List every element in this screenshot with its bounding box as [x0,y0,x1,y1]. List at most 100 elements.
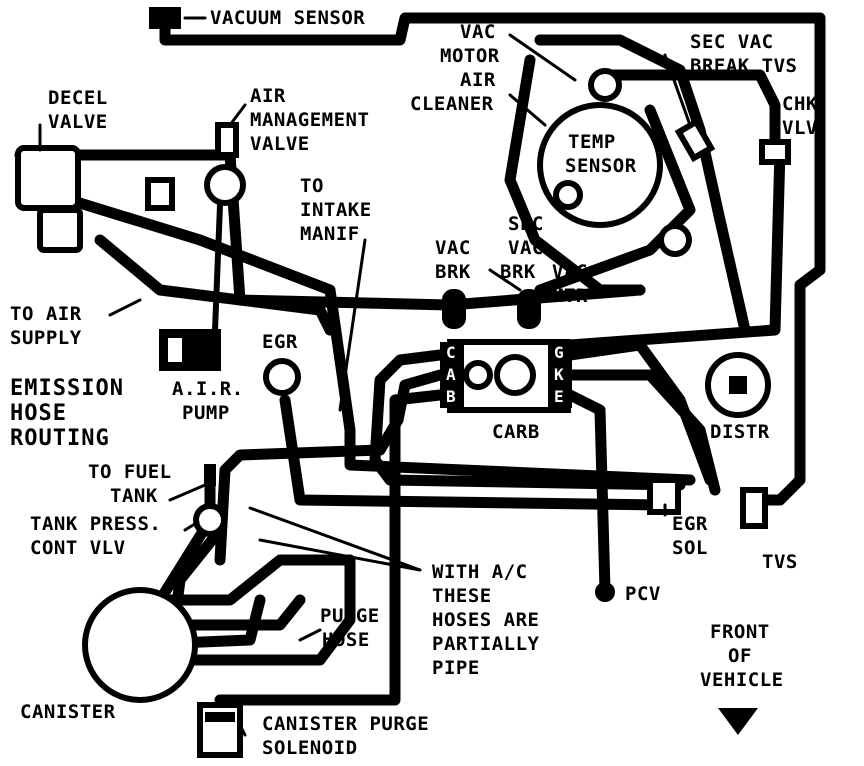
label-with-ac-2: THESE [432,585,492,607]
fuel-tank-fitting-icon [204,464,216,486]
egr-valve-icon [263,358,301,396]
carb-port-g-hose [564,339,716,486]
sec-vac-break-hose [594,69,781,156]
label-front-1: FRONT [710,621,770,643]
label-canister-purge-solenoid-1: CANISTER PURGE [262,713,429,735]
label-distr: DISTR [710,421,770,443]
label-temp-sensor-2: SENSOR [565,155,637,177]
carb-port-k-hose [564,369,721,496]
label-with-ac-3: HOSES ARE [432,609,539,631]
leader-to-intake-manif [338,238,367,412]
distributor-center-icon [729,376,747,394]
carb-large-bore-icon [494,354,536,396]
label-vac-brk-2: BRK [435,261,471,283]
label-to-fuel-tank-1: TO FUEL [88,461,172,483]
sec-vac-break-tvs-icon [674,117,716,163]
label-sec-vac-break-tvs-2: BREAK TVS [690,55,797,77]
label-to-air-supply-2: SUPPLY [10,327,82,349]
label-with-ac-4: PARTIALLY [432,633,540,655]
vac-motor-icon [588,68,622,102]
label-chk-vlv-2: VLV [782,117,818,139]
label-air-management-valve-3: VALVE [250,133,310,155]
air-management-valve-icon [204,164,246,206]
label-tank-press-2: CONT VLV [30,537,126,559]
tvs-icon [740,487,768,529]
carb-port-b: B [446,387,456,406]
air-pump-link [212,202,223,333]
label-air-management-valve-1: AIR [250,85,286,107]
label-sec-vac-brk-3: BRK [500,261,536,283]
label-vac-mtr-1: VAC [552,261,588,283]
leader-vac-mtr [533,283,547,297]
label-decel-valve-1: DECEL [48,87,108,109]
pcv-hose [564,389,611,596]
label-chk-vlv-1: CHK [782,93,818,115]
leader-vac-motor [508,33,577,82]
carb-port-a: A [446,365,456,384]
label-to-intake-manif-2: INTAKE [300,199,372,221]
leader-tank-press [183,520,200,532]
leader-to-fuel-tank [168,483,207,502]
label-vac-motor-2: MOTOR [440,45,500,67]
label-vacuum-sensor: VACUUM SENSOR [210,7,365,29]
label-decel-valve-2: VALVE [48,111,108,133]
label-sec-vac-brk-1: SEC [508,213,544,235]
label-vac-motor-1: VAC [460,21,496,43]
carb-left-port-strip [440,342,464,408]
air-management-valve-stem-icon [215,122,239,158]
leader-air-management-valve [228,103,247,127]
carb-port-c-hose [369,349,686,491]
carb-port-a-hose [214,369,446,566]
leader-chk-vlv [773,128,780,144]
label-air-cleaner-2: CLEANER [410,93,494,115]
carb-port-g: G [554,343,564,362]
labels: VACUUM SENSOR VAC MOTOR AIR CLEANER SEC … [10,7,818,759]
label-to-intake-manif-3: MANIF [300,223,360,245]
canister-icon [82,587,198,703]
leader-sec-vac-break-tvs [663,53,692,127]
air-cleaner-hose-right [534,34,751,336]
leader-to-air-supply [108,298,142,317]
label-front-3: VEHICLE [700,669,784,691]
label-carb: CARB [492,421,540,443]
pcv-icon [595,582,615,602]
label-with-ac-5: PIPE [432,657,480,679]
label-purge-hose-2: HOSE [322,629,370,651]
label-title-3: ROUTING [10,426,110,451]
label-front-2: OF [728,645,752,667]
air-supply-line [94,234,336,336]
hoses [14,12,826,716]
label-to-air-supply-1: TO AIR [10,303,82,325]
label-canister: CANISTER [20,701,116,723]
label-sec-vac-break-tvs-1: SEC VAC [690,31,774,53]
carb-port-b-hose [214,389,446,706]
label-to-intake-manif-1: TO [300,175,324,197]
carb-port-e: E [554,387,564,406]
label-sec-vac-brk-2: VAC [508,237,544,259]
canister-purge-solenoid-cap [205,712,235,722]
label-tank-press-1: TANK PRESS. [30,513,161,535]
leader-sec-vac-brk [488,268,522,292]
air-management-fitting-icon [145,177,175,211]
label-title-2: HOSE [10,401,67,426]
leader-with-ac-2 [258,538,422,572]
label-air-management-valve-2: MANAGEMENT [250,109,369,131]
vacuum-sensor-hose [159,12,826,506]
label-title-1: EMISSION [10,376,124,401]
label-air-cleaner-1: AIR [460,69,496,91]
label-purge-hose-1: PURGE [320,605,380,627]
sec-vac-brk-icon [517,289,541,329]
carb-right-port-strip [548,342,572,408]
label-air-pump-2: PUMP [182,402,230,424]
label-temp-sensor-1: TEMP [568,131,616,153]
leader-purge-hose [298,628,322,642]
chk-vlv-icon [759,139,791,165]
components [15,7,791,758]
label-with-ac-1: WITH A/C [432,561,528,583]
vac-brk-icon [442,289,466,329]
temp-sensor-icon [553,180,583,210]
vacuum-sensor-icon [149,7,181,29]
carb-port-k: K [554,365,564,384]
